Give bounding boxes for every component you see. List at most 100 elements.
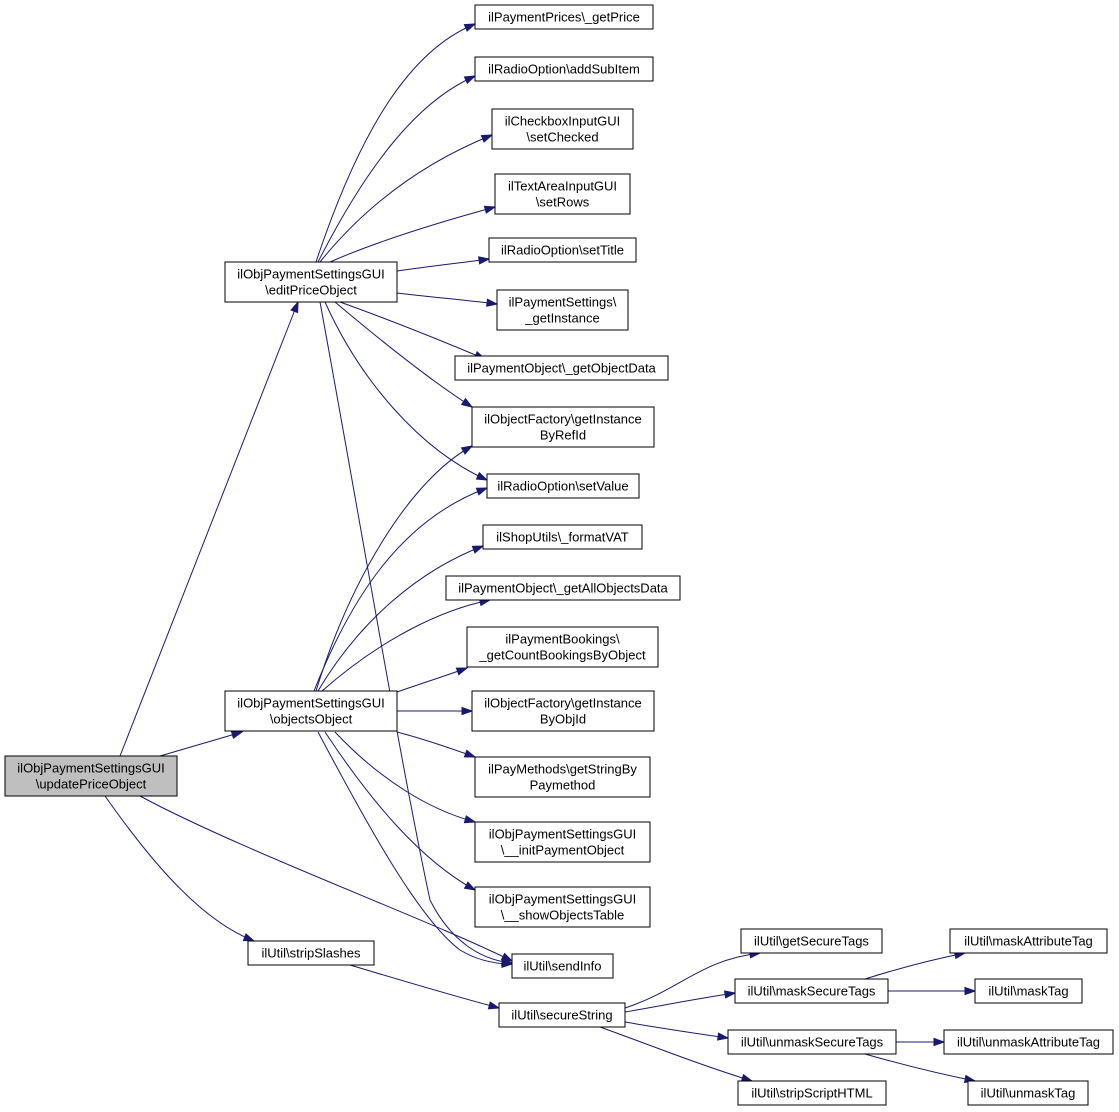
node-set-title[interactable]: ilRadioOption\setTitle — [488, 237, 637, 263]
node-label-line: \objectsObject — [270, 712, 353, 727]
edge-arrowhead — [740, 1073, 754, 1082]
node-unmask-tag[interactable]: ilUtil\unmaskTag — [967, 1080, 1089, 1106]
node-payment-settings-instance[interactable]: ilPaymentSettings\_getInstance — [496, 289, 629, 331]
node-label-line: \__initPaymentObject — [501, 843, 625, 858]
edge-line — [624, 1021, 729, 1039]
node-label-line: \editPriceObject — [265, 283, 357, 298]
node-label-line: _getInstance — [524, 311, 599, 326]
node-box — [498, 1002, 626, 1028]
node-label-line: ilObjectFactory\getInstance — [484, 412, 642, 427]
node-box — [511, 953, 614, 979]
node-edit-price[interactable]: ilObjPaymentSettingsGUI\editPriceObject — [224, 261, 398, 303]
node-add-sub-item[interactable]: ilRadioOption\addSubItem — [474, 56, 654, 82]
edge-arrowhead — [463, 23, 477, 32]
node-box — [974, 978, 1083, 1004]
node-set-rows[interactable]: ilTextAreaInputGUI\setRows — [494, 173, 631, 215]
node-label-line: ilUtil\getSecureTags — [754, 934, 869, 949]
edge-arrowhead — [230, 730, 244, 739]
node-init-payment-object[interactable]: ilObjPaymentSettingsGUI\__initPaymentObj… — [474, 821, 651, 863]
node-label-line: ilObjPaymentSettingsGUI — [489, 892, 636, 907]
node-get-price[interactable]: ilPaymentPrices\_getPrice — [474, 4, 654, 30]
node-label-line: ilPaymentSettings\ — [509, 295, 617, 310]
node-label-line: ilPaymentBookings\ — [505, 632, 620, 647]
node-mask-attribute-tag[interactable]: ilUtil\maskAttributeTag — [949, 928, 1108, 954]
node-update-price[interactable]: ilObjPaymentSettingsGUI\updatePriceObjec… — [4, 755, 178, 797]
edge-line — [104, 795, 255, 942]
node-box — [488, 237, 637, 263]
edge-arrowhead — [475, 487, 489, 496]
node-mask-secure-tags[interactable]: ilUtil\maskSecureTags — [734, 978, 889, 1004]
call-edge-edit_price-to-payment_settings_instance — [396, 292, 499, 307]
call-edge-objects_object-to-set_value — [313, 487, 489, 692]
edge-arrowhead — [463, 75, 477, 85]
edge-line — [319, 301, 513, 964]
node-box — [474, 4, 654, 30]
node-label-line: ilShopUtils\_formatVAT — [496, 530, 629, 545]
node-label-line: \updatePriceObject — [36, 777, 147, 792]
node-box — [471, 406, 655, 448]
node-label-line: ilObjPaymentSettingsGUI — [489, 827, 636, 842]
node-get-object-data[interactable]: ilPaymentObject\_getObjectData — [454, 355, 669, 381]
edge-line — [349, 964, 500, 1009]
node-send-info[interactable]: ilUtil\sendInfo — [511, 953, 614, 979]
edge-line — [317, 731, 513, 965]
edge-line — [329, 206, 496, 263]
node-box — [734, 978, 889, 1004]
call-edge-edit_price-to-set_checked — [319, 134, 494, 263]
node-set-value[interactable]: ilRadioOption\setValue — [486, 473, 640, 499]
node-unmask-secure-tags[interactable]: ilUtil\unmaskSecureTags — [727, 1029, 897, 1055]
node-label-line: ilUtil\unmaskTag — [981, 1086, 1076, 1101]
node-format-vat[interactable]: ilShopUtils\_formatVAT — [482, 524, 643, 550]
node-show-objects-table[interactable]: ilObjPaymentSettingsGUI\__showObjectsTab… — [474, 886, 651, 928]
node-mask-tag[interactable]: ilUtil\maskTag — [974, 978, 1083, 1004]
node-label-line: ilPaymentObject\_getObjectData — [467, 361, 656, 376]
node-label-line: \setRows — [536, 195, 590, 210]
edge-line — [864, 1053, 976, 1082]
node-box — [471, 690, 655, 732]
node-label-line: ilRadioOption\setValue — [497, 479, 628, 494]
node-get-all-objects[interactable]: ilPaymentObject\_getAllObjectsData — [445, 575, 681, 601]
edge-line — [396, 258, 490, 272]
node-label-line: ilObjPaymentSettingsGUI — [237, 267, 384, 282]
call-edge-objects_object-to-init_payment_object — [334, 731, 477, 824]
node-strip-script-html[interactable]: ilUtil\stripScriptHTML — [737, 1080, 887, 1106]
edge-line — [339, 301, 486, 360]
edge-line — [317, 75, 476, 263]
node-secure-string[interactable]: ilUtil\secureString — [498, 1002, 626, 1028]
node-strip-slashes[interactable]: ilUtil\stripSlashes — [247, 940, 375, 966]
edge-line — [317, 545, 484, 692]
node-box — [466, 626, 659, 668]
call-edge-objects_object-to-instance_by_ref — [315, 445, 474, 692]
node-set-checked[interactable]: ilCheckboxInputGUI\setChecked — [491, 108, 634, 150]
call-edge-secure_string-to-mask_secure_tags — [624, 990, 737, 1013]
edge-line — [321, 599, 491, 692]
call-edge-edit_price-to-instance_by_ref — [334, 301, 474, 408]
edge-arrowhead — [455, 667, 469, 676]
edge-arrowhead — [471, 545, 485, 554]
node-box — [4, 755, 178, 797]
call-edge-unmask_secure_tags-to-unmask_tag — [864, 1053, 977, 1084]
node-label-line: \setChecked — [526, 130, 598, 145]
call-edge-update_price-to-edit_price — [119, 300, 299, 757]
edge-arrowhead — [290, 300, 299, 314]
node-label-line: _getCountBookingsByObject — [478, 648, 646, 663]
node-box — [474, 56, 654, 82]
node-label-line: ilRadioOption\setTitle — [501, 243, 624, 258]
edge-line — [624, 992, 736, 1013]
call-edge-edit_price-to-get_price — [315, 23, 477, 263]
node-label-line: ilUtil\maskSecureTags — [748, 984, 876, 999]
node-objects-object[interactable]: ilObjPaymentSettingsGUI\objectsObject — [224, 690, 398, 732]
edge-arrowhead — [242, 933, 256, 942]
call-edge-objects_object-to-get_all_objects — [321, 598, 492, 692]
node-label-line: ilCheckboxInputGUI — [505, 114, 621, 129]
node-unmask-attribute-tag[interactable]: ilUtil\unmaskAttributeTag — [943, 1029, 1114, 1055]
call-edge-edit_price-to-set_value — [324, 301, 489, 481]
node-box — [445, 575, 681, 601]
node-get-secure-tags[interactable]: ilUtil\getSecureTags — [740, 928, 883, 954]
node-box — [496, 289, 629, 331]
node-count-bookings[interactable]: ilPaymentBookings\_getCountBookingsByObj… — [466, 626, 659, 668]
edge-line — [624, 952, 761, 1009]
